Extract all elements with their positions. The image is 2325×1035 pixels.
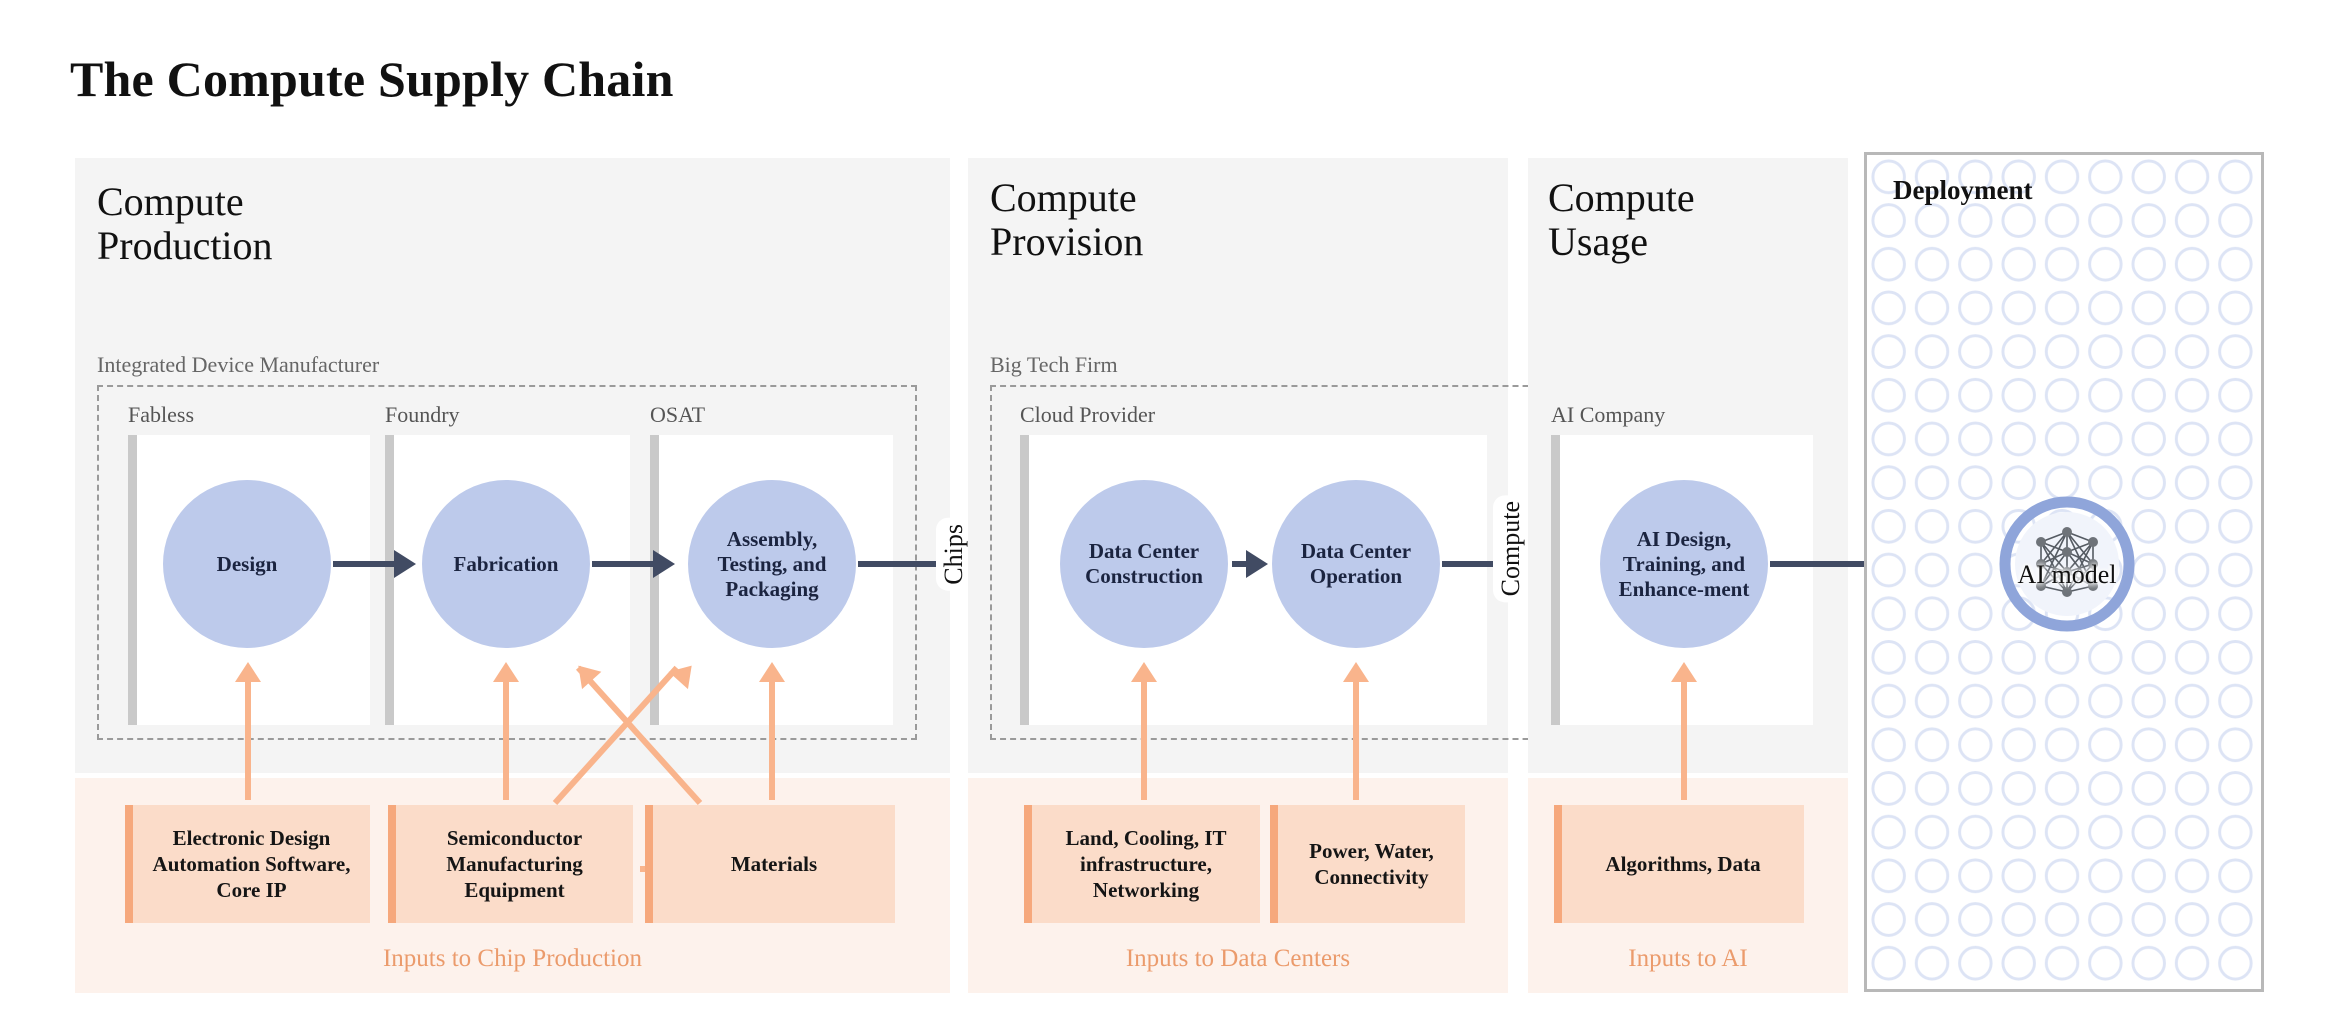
sub-label-foundry: Foundry — [385, 402, 460, 427]
page-title: The Compute Supply Chain — [70, 51, 674, 107]
ai-model-group: AI model — [1983, 480, 2151, 648]
node-assembly-label: Assembly, Testing, and Packaging — [717, 526, 827, 601]
orange-head-power-to-dc-operation — [1343, 662, 1369, 682]
sub-label-ai-company: AI Company — [1551, 402, 1666, 427]
band-caption-ai: Inputs to AI — [1628, 945, 1748, 972]
neural-network-icon — [1999, 496, 2135, 632]
arrow-head-design-to-fabrication — [394, 550, 416, 578]
orange-line-power-to-dc-operation — [1353, 680, 1359, 800]
org-label-idm: Integrated Device Manufacturer — [97, 352, 380, 377]
org-label-big-tech-firm: Big Tech Firm — [990, 352, 1118, 377]
sub-label-osat: OSAT — [650, 402, 706, 427]
orange-line-sme-to-fabrication — [503, 680, 509, 800]
stage-title-provision: Compute Provision — [990, 175, 1144, 264]
input-box-materials[interactable]: Materials — [645, 805, 895, 923]
band-caption-chip-production: Inputs to Chip Production — [382, 945, 643, 972]
flow-label-chips: Chips — [936, 518, 972, 591]
band-caption-data-centers: Inputs to Data Centers — [1125, 945, 1351, 972]
node-ai-design-label: AI Design, Training, and Enhance-ment — [1618, 526, 1750, 601]
node-ai-design-training-enhancement[interactable]: AI Design, Training, and Enhance-ment — [1600, 480, 1768, 648]
input-box-land-cooling-it[interactable]: Land, Cooling, IT infrastructure, Networ… — [1024, 805, 1260, 923]
orange-head-algorithms-to-ai-design — [1671, 662, 1697, 682]
input-box-power-water-connectivity[interactable]: Power, Water, Connectivity — [1270, 805, 1465, 923]
node-data-center-construction[interactable]: Data Center Construction — [1060, 480, 1228, 648]
orange-line-land-to-dc-construction — [1141, 680, 1147, 800]
sub-label-cloud-provider: Cloud Provider — [1020, 402, 1156, 427]
stage-title-production: Compute Production — [97, 179, 273, 268]
deployment-title: Deployment — [1893, 175, 2033, 205]
input-box-algorithms-label: Algorithms, Data — [1605, 852, 1761, 876]
orange-line-algorithms-to-ai-design — [1681, 680, 1687, 800]
node-dc-construction-label: Data Center Construction — [1085, 539, 1203, 588]
sub-label-fabless: Fabless — [128, 402, 194, 427]
input-box-materials-label: Materials — [730, 852, 818, 876]
node-design-label: Design — [216, 551, 278, 576]
node-design[interactable]: Design — [163, 480, 331, 648]
input-box-eda-software[interactable]: Electronic Design Automation Software, C… — [125, 805, 370, 923]
deployment-panel: Deployment — [1864, 152, 2264, 992]
input-box-sme-label: Semiconductor Manufacturing Equipment — [446, 826, 583, 902]
ai-model-label: AI model — [2017, 560, 2117, 589]
orange-head-eda-to-design — [235, 662, 261, 682]
orange-head-materials-to-assembly — [759, 662, 785, 682]
arrow-design-to-fabrication — [333, 561, 398, 567]
arrow-head-dc-construction-to-operation — [1246, 550, 1268, 578]
node-assembly-testing-packaging[interactable]: Assembly, Testing, and Packaging — [688, 480, 856, 648]
input-box-semiconductor-equipment[interactable]: Semiconductor Manufacturing Equipment — [388, 805, 633, 923]
input-box-eda-label: Electronic Design Automation Software, C… — [152, 826, 351, 902]
orange-head-land-to-dc-construction — [1131, 662, 1157, 682]
arrow-head-fabrication-to-assembly — [653, 550, 675, 578]
input-box-land-label: Land, Cooling, IT infrastructure, Networ… — [1065, 826, 1227, 902]
arrow-fabrication-to-assembly — [592, 561, 657, 567]
stage-title-usage: Compute Usage — [1548, 175, 1695, 264]
orange-line-materials-to-assembly — [769, 680, 775, 800]
input-box-power-label: Power, Water, Connectivity — [1309, 839, 1434, 889]
flow-label-compute: Compute — [1493, 495, 1529, 603]
orange-line-eda-to-design — [245, 680, 251, 800]
input-box-algorithms-data[interactable]: Algorithms, Data — [1554, 805, 1804, 923]
node-fabrication-label: Fabrication — [453, 551, 559, 576]
node-dc-operation-label: Data Center Operation — [1300, 539, 1412, 588]
node-fabrication[interactable]: Fabrication — [422, 480, 590, 648]
arrow-dc-construction-to-operation — [1232, 561, 1250, 567]
orange-head-sme-to-fabrication — [493, 662, 519, 682]
node-data-center-operation[interactable]: Data Center Operation — [1272, 480, 1440, 648]
